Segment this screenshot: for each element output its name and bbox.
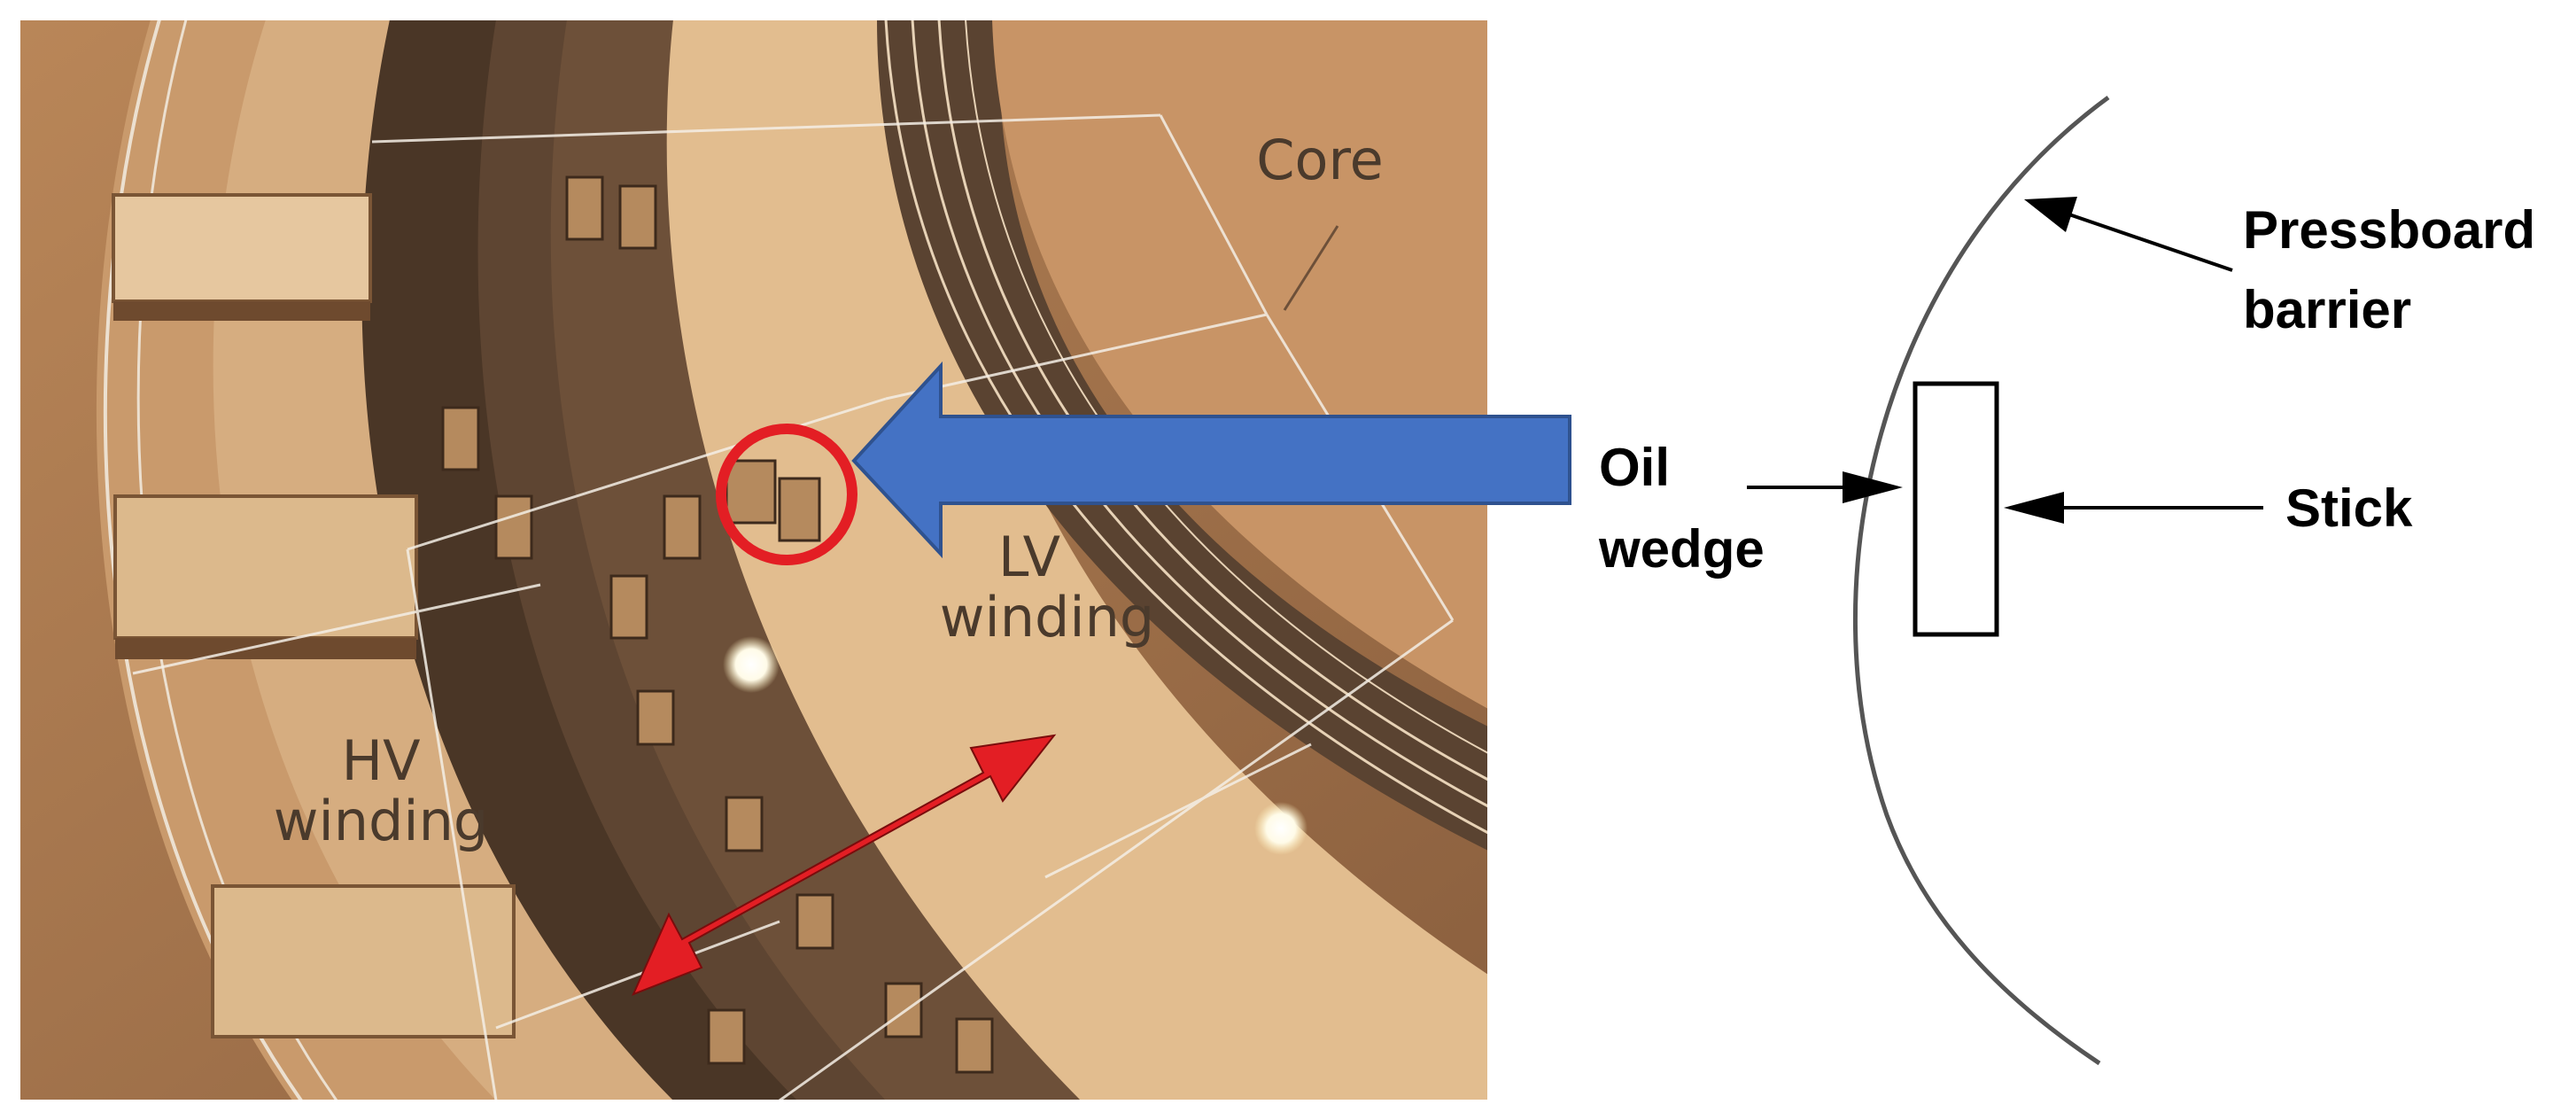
photo-grid-lines (132, 113, 1455, 1101)
oil-wedge-label-line2: wedge (1598, 519, 1765, 579)
stick-pointer-arrow (2004, 492, 2263, 524)
core-leader-line (1283, 225, 1339, 311)
hv-winding-label-line1: HV (341, 728, 420, 793)
hv-spacer-blocks (112, 193, 516, 1038)
oil-wedge-pointer-arrow (1747, 471, 1903, 503)
lv-winding-label-line2: winding (940, 585, 1154, 649)
hv-winding-label-line2: winding (274, 789, 488, 853)
light-reflection-2 (1254, 802, 1307, 855)
pressboard-pointer-arrow (2024, 197, 2233, 272)
stick-rectangle (1913, 381, 1999, 637)
lv-winding-label-line1: LV (998, 525, 1060, 589)
transformer-winding-photo: Core LV winding HV winding (19, 19, 1488, 1101)
pressboard-barrier-arc (1853, 95, 2110, 1066)
core-label: Core (1256, 128, 1384, 192)
pressboard-label-line1: Pressboard (2243, 200, 2535, 260)
stick-oil-wedge-diagram: Pressboard barrier Oil wedge Stick (1598, 95, 2535, 1066)
gap-width-double-arrow (632, 734, 1057, 996)
stick-highlight-circle (716, 424, 857, 565)
pressboard-label-line2: barrier (2243, 280, 2411, 339)
callout-arrow (851, 361, 1571, 559)
light-reflection-1 (723, 636, 780, 693)
stick-label: Stick (2285, 478, 2413, 538)
stick-spacers (441, 175, 994, 1074)
oil-wedge-label-line1: Oil (1599, 438, 1670, 497)
